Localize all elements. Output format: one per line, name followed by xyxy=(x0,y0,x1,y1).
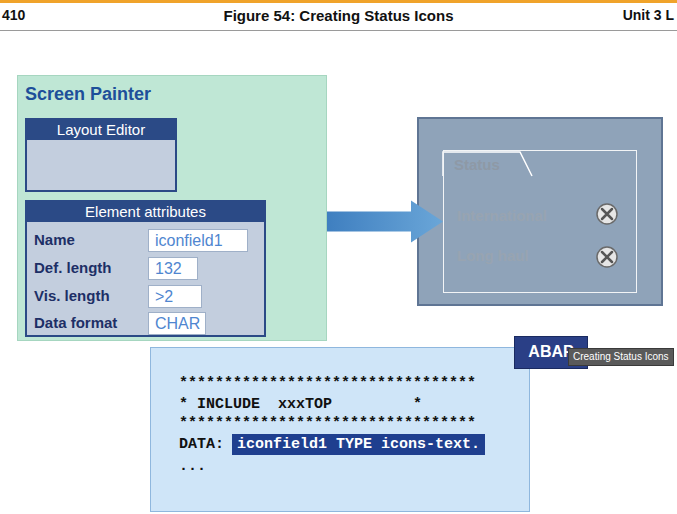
tooltip: Creating Status Icons xyxy=(568,348,674,366)
field-value: CHAR xyxy=(155,315,200,333)
value-field: iconfield1 xyxy=(148,229,248,252)
status-tab xyxy=(443,152,532,176)
attribute-label: Def. length xyxy=(34,259,112,276)
code-line: ********************************* xyxy=(179,415,476,432)
page-number: 410 xyxy=(2,7,25,23)
status-icon xyxy=(597,204,617,224)
tool-panel: Screen PainterLayout EditorElement attri… xyxy=(17,75,327,341)
flow-arrow-shape xyxy=(327,201,443,243)
status-group: StatusInternationalLong haul xyxy=(443,150,637,293)
status-icon xyxy=(597,247,617,267)
flow-arrow xyxy=(327,201,443,243)
box-title: Layout Editor xyxy=(27,120,175,140)
code-line: DATA: xyxy=(179,436,224,453)
status-label: International xyxy=(457,207,547,224)
unit-label: Unit 3 L xyxy=(623,7,674,23)
attribute-label: Vis. length xyxy=(34,287,110,304)
status-label: Status xyxy=(454,156,500,173)
screen-panel xyxy=(418,118,662,305)
attributes-box: Element attributesNameDef. lengthVis. le… xyxy=(25,200,266,337)
attribute-label: Name xyxy=(34,231,75,248)
status-label: Long haul xyxy=(457,247,529,264)
code-line: ********************************* xyxy=(179,375,476,392)
attribute-label: Data format xyxy=(34,314,117,331)
code-line: * INCLUDE xxxTOP * xyxy=(179,396,422,413)
box-title: Element attributes xyxy=(27,202,264,222)
editor-box: Layout Editor xyxy=(25,118,177,192)
figure-title: Figure 54: Creating Status Icons xyxy=(0,7,677,24)
header-rule xyxy=(0,30,677,31)
panel-title: Screen Painter xyxy=(25,84,151,105)
value-field: >2 xyxy=(148,285,202,308)
code-box: ********************************* * INCLU… xyxy=(150,347,530,512)
header-bar xyxy=(0,0,677,3)
field-value: 132 xyxy=(155,260,182,278)
code-line: ... xyxy=(179,458,206,475)
field-value: >2 xyxy=(155,288,173,306)
value-field: CHAR xyxy=(148,312,206,335)
field-value: iconfield1 xyxy=(155,232,223,250)
code-line: iconfield1 TYPE icons-text. xyxy=(232,434,485,455)
value-field: 132 xyxy=(148,257,198,280)
tooltip-text: Creating Status Icons xyxy=(573,351,669,362)
